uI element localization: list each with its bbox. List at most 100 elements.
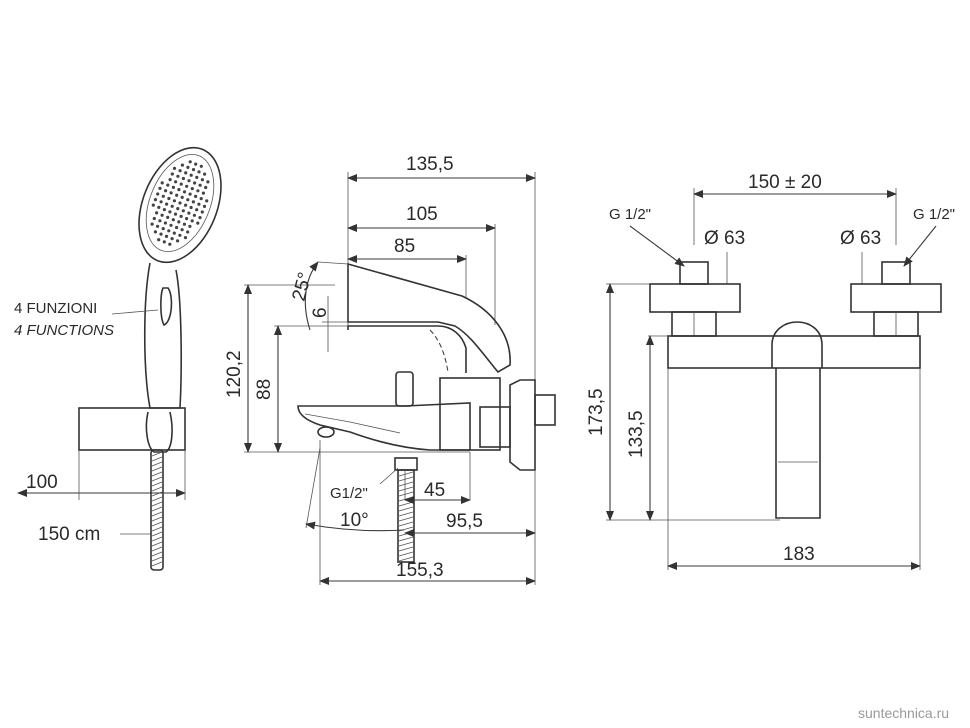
nozzle	[177, 220, 181, 224]
dim-bracket-width: 100	[26, 472, 58, 493]
spout-aerator	[317, 426, 335, 438]
mixer-spout-inner	[304, 413, 401, 434]
nozzle	[202, 204, 207, 208]
nozzle	[179, 214, 183, 218]
hand-shower-view: 4 FUNZIONI 4 FUNCTIONS 100 150 cm	[14, 146, 222, 571]
dim-spout-angle: 10°	[340, 510, 369, 531]
hatch-line	[151, 556, 163, 562]
nozzle	[151, 203, 155, 207]
shower-bracket	[78, 407, 186, 451]
dim-overall-depth: 135,5	[406, 154, 454, 175]
nozzle	[169, 223, 173, 227]
nozzle	[188, 224, 192, 228]
nozzle	[203, 172, 207, 176]
hatch-line	[151, 456, 163, 462]
nozzle	[180, 195, 184, 199]
hatch-line	[398, 486, 414, 492]
nozzle	[205, 199, 209, 203]
hatch-line	[151, 541, 163, 547]
label-left-flange: Ø 63	[704, 228, 745, 249]
nozzle	[153, 198, 158, 202]
nozzle	[152, 216, 156, 221]
nozzle	[161, 227, 165, 231]
dim-front-body-width: 183	[783, 544, 815, 565]
hatch-line	[151, 506, 163, 512]
nozzle	[206, 180, 210, 184]
hatch-line	[151, 546, 163, 552]
nozzle	[197, 170, 201, 174]
front-body	[667, 335, 921, 369]
nozzle	[175, 225, 179, 230]
nozzle	[167, 196, 171, 201]
nozzle	[186, 198, 190, 202]
watermark: suntechnica.ru	[858, 705, 949, 721]
hatch-line	[398, 481, 414, 487]
nozzle	[191, 200, 195, 204]
nozzle	[168, 178, 172, 182]
shower-handle	[143, 262, 182, 409]
nozzle	[195, 175, 199, 179]
nozzle	[172, 199, 176, 203]
nozzle	[171, 218, 175, 222]
nozzle	[193, 181, 197, 185]
dim-total-length: 155,3	[396, 560, 444, 581]
nozzle	[192, 213, 196, 217]
nozzle	[163, 221, 167, 225]
nozzle	[191, 168, 196, 172]
nozzle	[204, 185, 208, 190]
nozzle	[178, 201, 182, 205]
nozzle	[186, 230, 190, 234]
dim-lever-depth: 85	[394, 236, 415, 257]
nozzle	[157, 238, 161, 242]
hatch-line	[398, 546, 414, 552]
hatch-line	[398, 511, 414, 517]
shower-hose	[150, 449, 164, 571]
hatch-line	[151, 451, 163, 457]
wall-flange	[509, 379, 536, 471]
nozzle	[158, 219, 162, 223]
nozzle	[201, 191, 205, 195]
hatch-line	[151, 551, 163, 557]
label-inlet-thread: G1/2"	[330, 485, 368, 502]
mixer-main-body	[439, 377, 501, 451]
nozzle	[196, 189, 200, 193]
hatch-line	[151, 471, 163, 477]
nozzle	[198, 183, 202, 187]
nozzle	[180, 228, 184, 232]
nozzle	[156, 224, 160, 228]
hatch-line	[151, 521, 163, 527]
nozzle	[172, 166, 177, 170]
hatch-line	[398, 521, 414, 527]
dim-arc-lever-angle	[304, 261, 319, 331]
mixer-side-view: 135,5 105 85 120,2 88	[224, 154, 556, 585]
hatch-line	[151, 461, 163, 467]
nozzle	[170, 237, 174, 241]
nozzle	[161, 194, 165, 198]
left-inlet-stub	[679, 261, 709, 285]
nozzle	[187, 211, 191, 215]
shower-function-button	[160, 287, 173, 326]
nozzle	[166, 183, 170, 187]
nozzle	[169, 191, 173, 195]
shower-head-outline	[138, 146, 222, 264]
nozzle	[190, 187, 194, 191]
nozzle	[188, 192, 192, 196]
ext-line-spout-angle	[305, 447, 321, 529]
nozzle	[176, 207, 180, 211]
nozzle	[184, 203, 188, 207]
shower-head-face	[145, 153, 215, 253]
hatch-line	[398, 501, 414, 507]
dim-overall-height: 120,2	[224, 350, 245, 398]
ext-line	[317, 261, 349, 265]
wall-connector	[479, 406, 511, 448]
right-inlet-stub	[881, 261, 911, 285]
right-flange	[850, 283, 942, 313]
nozzle	[185, 217, 189, 221]
nozzle	[167, 229, 171, 233]
nozzle	[170, 204, 174, 208]
nozzle	[170, 172, 174, 176]
dim-hose-length: 150 cm	[38, 524, 100, 545]
inlet-pipe	[397, 469, 415, 563]
nozzle	[194, 162, 198, 166]
